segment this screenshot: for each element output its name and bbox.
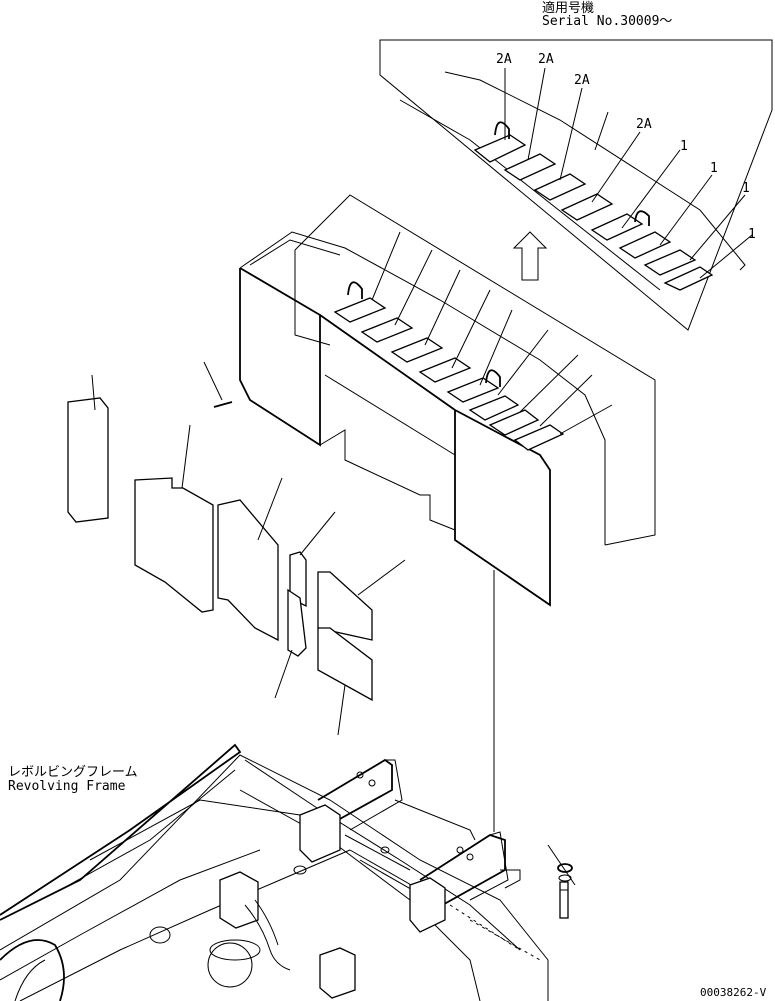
inset-lifting-eye-2 (634, 210, 650, 226)
top-plates (333, 297, 565, 451)
inset-frame (379, 39, 773, 331)
revolving-frame (0, 743, 549, 1001)
direction-arrow-icon (512, 231, 548, 281)
serial-number-label: Serial No.30009～ (542, 14, 672, 29)
inset-detail-view: 2A 2A 2A 2A 1 1 1 1 (379, 39, 773, 331)
inset-lifting-eye-1 (494, 121, 510, 139)
callout-1-2: 1 (710, 161, 718, 176)
spring-pin (203, 361, 233, 408)
shim-plates (67, 374, 406, 736)
callout-2a-1: 2A (496, 52, 512, 67)
callout-2a-3: 2A (574, 73, 590, 88)
mounting-bolt (547, 844, 576, 919)
callout-1-1: 1 (680, 139, 688, 154)
inset-plates (473, 134, 714, 291)
lifting-eye-2 (485, 369, 501, 387)
callout-2a-4: 2A (636, 117, 652, 132)
frame-label-en: Revolving Frame (8, 779, 126, 794)
callout-1-3: 1 (742, 181, 750, 196)
applicable-label-jp: 適用号機 (542, 0, 594, 16)
frame-label-jp: レボルビングフレーム (8, 765, 138, 780)
callout-2a-2: 2A (538, 52, 554, 67)
callout-1-4: 1 (748, 227, 756, 242)
lifting-eye-1 (347, 281, 363, 299)
counterweight (239, 194, 656, 607)
drawing-number: 00038262-V (700, 986, 767, 999)
